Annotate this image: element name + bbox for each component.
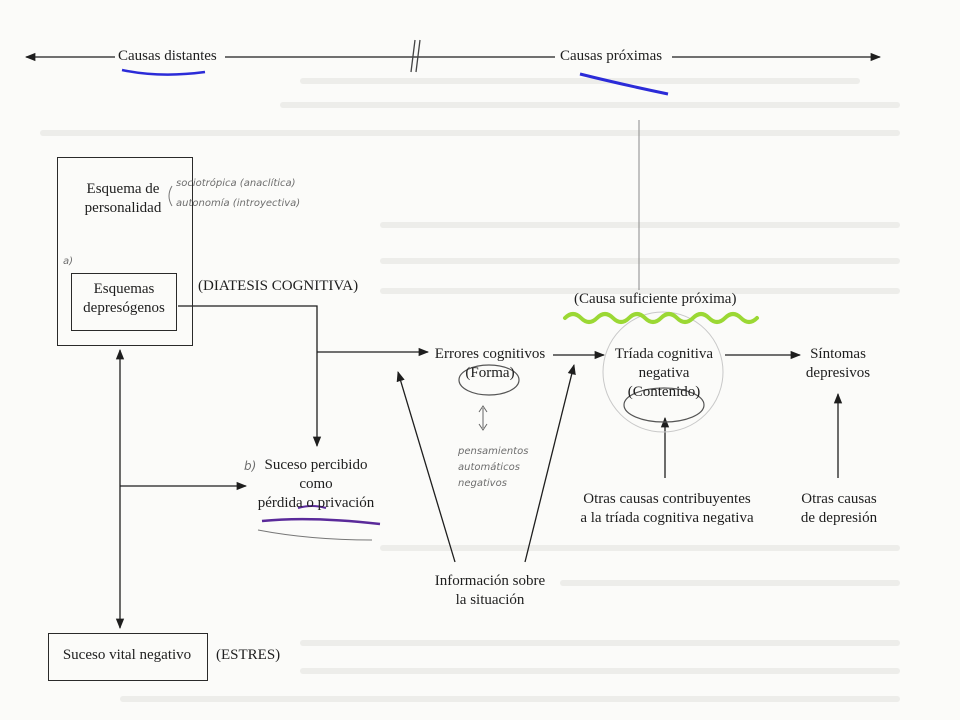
pencil-updown-arrow [478,405,488,431]
perceived-line-1: Suceso percibido [264,457,368,473]
bleed-line [40,130,900,136]
bleed-line [380,288,900,294]
cognitive-errors-label: Errores cognitivos (Forma) [428,345,552,383]
bleed-line [560,580,900,586]
sufficient-cause-label: (Causa suficiente próxima) [574,291,737,307]
negative-life-event-label: Suceso vital negativo [62,647,192,663]
depressogenic-line-1: Esquemas [93,281,155,297]
depressogenic-line-2: depresógenos [83,300,165,316]
bleed-line [120,696,900,702]
cognitive-triad-label: Tríada cognitiva negativa (Contenido) [604,345,724,402]
underline-como [297,505,327,509]
mark-a-annotation: a) [63,256,74,267]
automatic-thoughts-annotation: pensamientos automáticos negativos [458,446,528,490]
negative-life-event-box [48,633,208,681]
sociotropy-annotation: sociotrópica (anaclítica) autonomía (int… [176,178,300,210]
triad-line-1: Tríada cognitiva [614,346,714,362]
forma-circle [458,364,520,396]
other-depression-causes-label: Otras causas de depresión [794,490,884,528]
info-to-triad-arrow [524,363,576,563]
triad-pencil-circle [602,311,724,433]
info-to-errors-arrow [396,371,456,563]
sociotropy-line: sociotrópica (anaclítica) [176,178,296,189]
errors-line-1: Errores cognitivos [434,346,546,362]
contenido-circle [623,387,705,423]
perceived-line-2: como [299,476,333,492]
perceived-line-3: pérdida o privación [257,495,375,511]
personality-line-1: Esquema de [86,181,160,197]
symptoms-line-1: Síntomas [810,346,866,362]
auto-line-1: pensamientos [458,446,529,457]
underline-proximal [579,72,669,96]
autonomy-line: autonomía (introyectiva) [176,198,301,209]
diathesis-label: (DIATESIS COGNITIVA) [198,278,359,294]
mark-b-annotation: b) [244,459,257,473]
bleed-line [380,222,900,228]
bleed-line [380,258,900,264]
situation-info-label: Información sobre la situación [420,572,560,610]
proximal-causes-label: Causas próximas [560,48,663,64]
timeline-break-mark [410,39,421,73]
other-dep-line-1: Otras causas [801,491,877,507]
bleed-line [300,78,860,84]
depressogenic-schemas-label: Esquemas depresógenos [73,280,175,318]
auto-line-2: automáticos [458,462,520,473]
depressogenic-schemas-box [71,273,177,331]
symptoms-line-2: depresivos [805,365,871,381]
personality-schema-box [57,157,193,346]
perceived-event-label: Suceso percibido como pérdida o privació… [250,456,382,513]
pencil-brace [168,185,173,207]
personality-schema-label: Esquema de personalidad [68,180,178,218]
other-triad-causes-label: Otras causas contribuyentes a la tríada … [572,490,762,528]
underline-loss [261,517,381,526]
diathesis-to-event-arrow [178,305,322,448]
info-line-2: la situación [455,592,525,608]
underline-distal [121,68,206,76]
info-line-1: Información sobre [434,573,546,589]
depressive-symptoms-label: Síntomas depresivos [800,345,876,383]
personality-line-2: personalidad [84,200,162,216]
bleed-line [300,668,900,674]
bleed-line [380,545,900,551]
other-dep-line-2: de depresión [800,510,878,526]
other-triad-line-2: a la tríada cognitiva negativa [580,510,754,526]
distal-causes-label: Causas distantes [118,48,217,64]
highlight-sufficient-cause [563,312,759,324]
triad-line-3: (Contenido) [627,384,701,400]
auto-line-3: negativos [458,478,507,489]
other-triad-line-1: Otras causas contribuyentes [583,491,751,507]
stress-label: (ESTRES) [216,647,281,663]
triad-line-2: negativa [638,365,690,381]
pencil-underline [257,529,373,541]
bleed-line [280,102,900,108]
bleed-line [300,640,900,646]
errors-line-2: (Forma) [465,365,515,381]
